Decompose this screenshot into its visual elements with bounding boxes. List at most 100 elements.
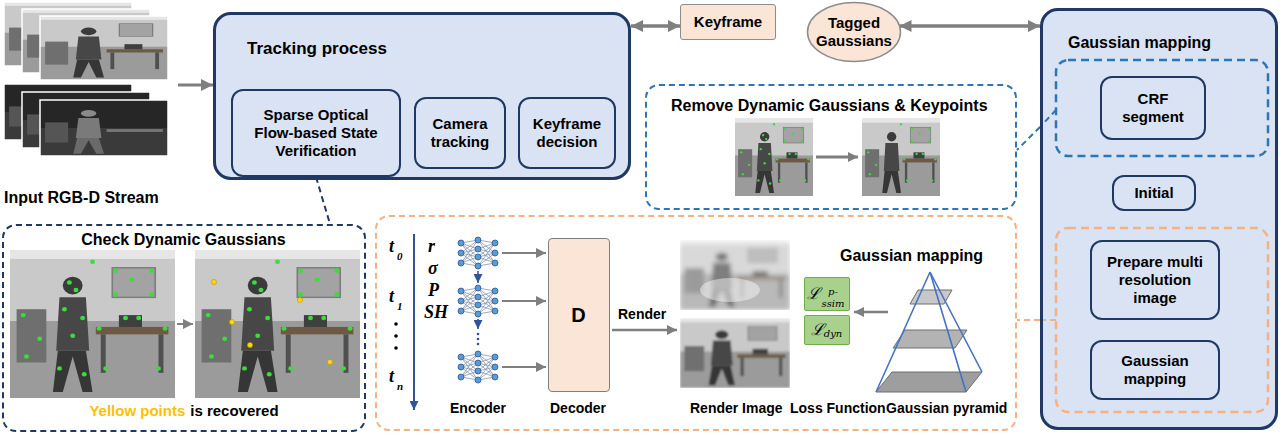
text-anchor: Tracking process [247,39,387,59]
flow-arrow [178,84,213,87]
check-images [10,250,175,398]
panel-fill [213,8,1278,430]
check-images [10,250,360,398]
box-label: Camera tracking [422,115,498,151]
arrow-label: Render [618,306,666,323]
part-label: Decoder [550,400,606,417]
time-subscript: 0 [397,250,403,263]
detail-leader [1017,319,1040,321]
part-label: Loss Function [790,400,886,417]
check-images [177,323,193,325]
param-symbol: P [428,280,439,302]
check-images [242,280,272,376]
text-area: Prepare multi resolution image [1092,242,1218,318]
loss-subscript: p-ssim [820,286,847,310]
text-area: Sparse Optical Flow-based State Verifica… [233,91,399,175]
loss-box: ℒdyn [804,315,850,345]
encoder-stack [477,338,480,341]
time-subscript: 0 [397,250,403,263]
encoder-stack [502,252,546,254]
render-images [612,329,677,332]
encoder-stack [502,300,546,302]
time-axis [394,234,414,410]
remove-images [735,118,940,196]
box-label: Prepare multi resolution image [1098,253,1212,307]
time-symbol: t [389,366,394,388]
group-title: Check Dynamic Gaussians [4,230,363,249]
text-anchor: Input RGB-D Stream [4,188,159,207]
text-area: CRF segment [1102,78,1204,138]
box-label: D [571,303,585,327]
gaussian-pyramid [854,311,888,314]
text-row: Yellow points is recovered [4,402,364,420]
remove-images [816,156,858,159]
text-area: Keyframe decision [520,99,614,167]
process-box: CRF segment [1100,76,1206,140]
remove-images [757,134,771,185]
encoder-stack [477,333,480,336]
check-images [21,260,168,371]
text-anchor: Gaussian mapping [1068,33,1211,52]
part-label: Decoder [550,400,606,417]
dashed-group: Remove Dynamic Gaussians & Keypoints [645,84,1017,210]
time-subscript: n [397,380,403,393]
time-axis [394,334,398,338]
process-box: Gaussian mapping [1090,340,1220,400]
process-box: Camera tracking [414,97,506,169]
process-box: Sparse Optical Flow-based State Verifica… [231,89,401,177]
highlight-note: Yellow points [89,402,185,420]
text-area: Tagged Gaussians [806,1,902,63]
process-box: Initial [1112,175,1196,211]
part-label: Encoder [450,400,506,417]
loss-symbol: ℒ [807,284,820,303]
remove-images [862,118,940,196]
check-images [327,359,332,364]
dashed-group: Check Dynamic GaussiansYellow points is r… [2,224,366,432]
panel-title: Gaussian mapping [1068,33,1211,52]
remove-images [740,123,809,182]
encoder-stack [502,366,546,368]
loss-subscript: dyn [824,328,843,340]
gaussian-pyramid [876,272,930,392]
check-images [211,279,332,364]
mapping-subgroups [1056,228,1268,412]
time-symbol: t [389,236,394,258]
part-label: Encoder [450,400,506,417]
note: is recovered [190,402,278,420]
loss-box: ℒp-ssim [804,277,850,311]
encoder-stack [477,271,479,283]
text-anchor: Gaussian mapping [840,246,983,265]
time-subscript: 1 [397,300,403,313]
render-images [680,240,790,310]
encoder-stack [458,237,546,383]
box-label: CRF segment [1108,90,1198,126]
mapping-panel: Gaussian mappingCRF segmentInitialPrepar… [1040,8,1278,430]
encoder-stack [458,237,498,269]
panel-fill [213,12,631,180]
encoder-stack [458,351,498,383]
param-symbol: P [428,280,439,302]
dashed-group: Gaussian mappingDℒp-ssimℒdyn [375,215,1017,431]
time-axis [413,234,415,410]
tracking-panel: Tracking processSparse Optical Flow-base… [213,12,631,180]
text-area: Camera tracking [416,99,504,167]
rgb-frames [40,16,168,80]
param-symbol: r [428,236,435,258]
check-images [195,250,360,398]
encoder-stack [458,285,498,317]
render-images [612,240,790,388]
box-label: Keyframe [694,13,762,31]
group-title: Gaussian mapping [840,246,983,265]
param-symbol: SH [424,302,448,324]
exchange-arrow [900,24,1040,28]
box-label: Initial [1134,184,1173,202]
ellipse-label: Tagged Gaussians [814,14,894,50]
gaussian-pyramid [876,372,982,392]
part-label: Gaussian pyramid [886,400,1007,417]
text-area: ℒp-ssim [805,278,849,310]
mapping-subgroups [1040,60,1268,412]
param-symbol: SH [424,302,448,324]
box-label: Keyframe decision [526,115,608,151]
check-images [229,319,234,324]
depth-frames [40,100,168,156]
